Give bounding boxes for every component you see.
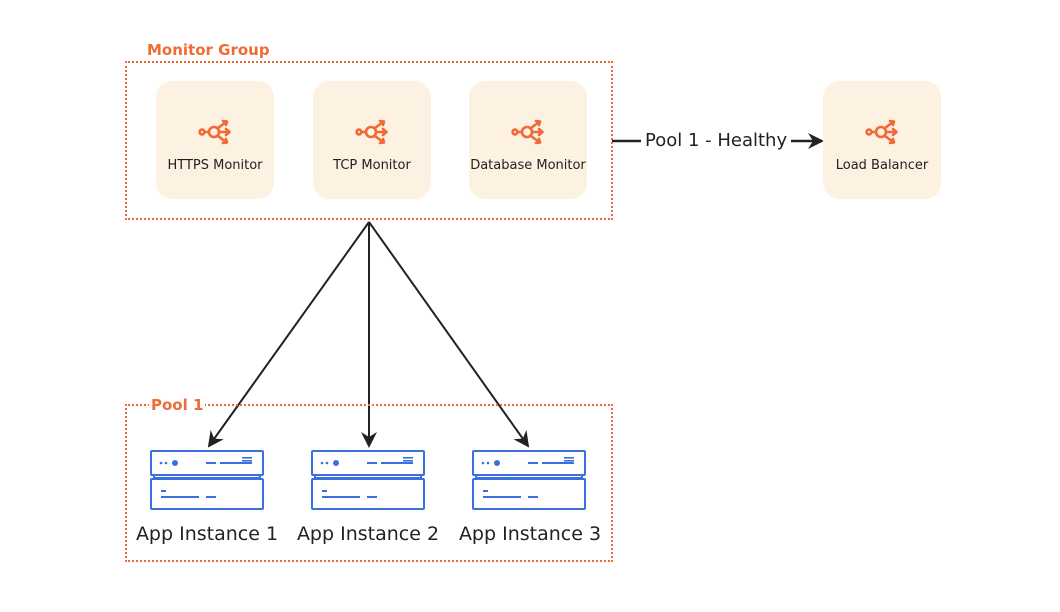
load-balancer-label: Load Balancer bbox=[835, 158, 929, 173]
app-instance-3-label: App Instance 3 bbox=[458, 523, 602, 545]
arrow-to-instance-1 bbox=[207, 221, 370, 448]
monitor-group-box bbox=[125, 61, 613, 220]
load-balancer-icon bbox=[355, 119, 388, 145]
database-monitor-card[interactable]: Database Monitor bbox=[469, 81, 587, 199]
load-balancer-icon bbox=[865, 119, 898, 145]
arrow-to-instance-3 bbox=[368, 221, 530, 448]
pool-healthy-edge-label: Pool 1 - Healthy bbox=[641, 130, 792, 151]
load-balancer-card[interactable]: Load Balancer bbox=[823, 81, 941, 199]
pool-group-box bbox=[125, 404, 613, 562]
server-icon bbox=[472, 450, 586, 510]
load-balancer-icon bbox=[511, 119, 544, 145]
https-monitor-card[interactable]: HTTPS Monitor bbox=[156, 81, 274, 199]
database-monitor-label: Database Monitor bbox=[470, 158, 586, 173]
https-monitor-label: HTTPS Monitor bbox=[167, 158, 263, 173]
server-icon bbox=[311, 450, 425, 510]
server-icon bbox=[150, 450, 264, 510]
tcp-monitor-label: TCP Monitor bbox=[333, 158, 411, 173]
pool-group-label: Pool 1 bbox=[149, 396, 206, 414]
tcp-monitor-card[interactable]: TCP Monitor bbox=[313, 81, 431, 199]
load-balancer-icon bbox=[198, 119, 231, 145]
app-instance-2-label: App Instance 2 bbox=[296, 523, 440, 545]
monitor-group-label: Monitor Group bbox=[145, 41, 272, 59]
app-instance-1-label: App Instance 1 bbox=[135, 523, 279, 545]
